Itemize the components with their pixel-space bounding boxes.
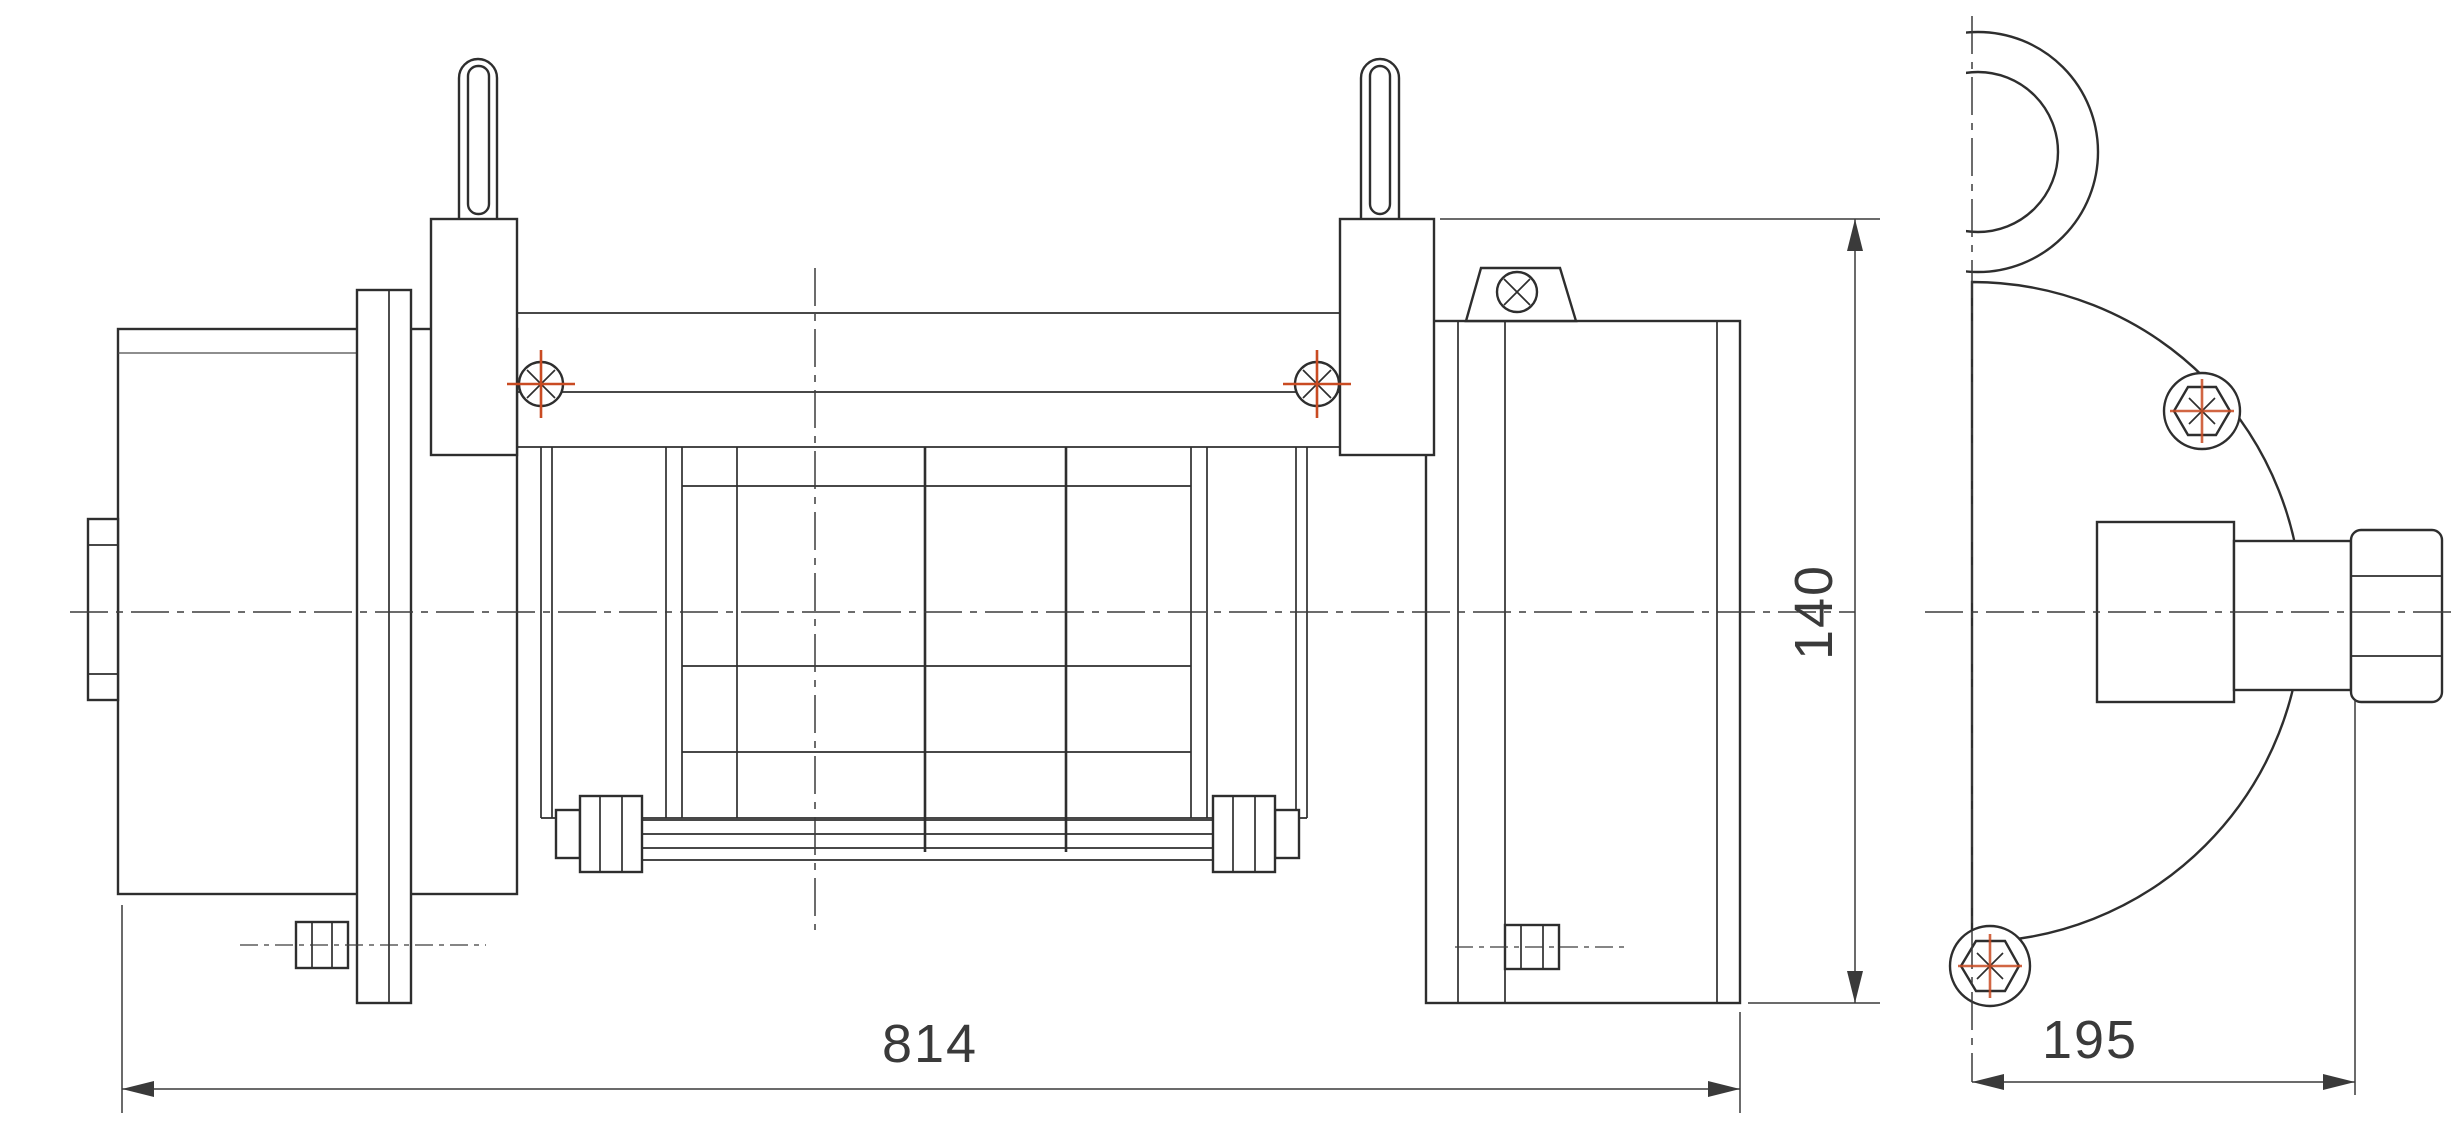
left-hanger-bracket	[429, 217, 519, 457]
arrowhead	[2323, 1074, 2355, 1090]
dimension-end-width: 195	[1972, 700, 2356, 1095]
side-view	[86, 57, 1742, 1005]
shaft-extension	[2232, 539, 2353, 692]
centerlines	[70, 16, 2452, 1082]
housing-bottom-bolt	[1455, 923, 1625, 971]
mounting-flange	[355, 288, 413, 1005]
tie-rod-tip-left	[554, 808, 582, 860]
marker-cross-right-screw	[1283, 350, 1351, 418]
right-hanger-slot	[1368, 64, 1392, 216]
dimension-height: 140	[1440, 218, 1880, 1004]
left-hanger-slot	[466, 64, 491, 216]
registration-markers	[507, 350, 2234, 998]
top-guard-plate	[517, 312, 1340, 448]
marker-cross-end-top-bolt	[2170, 379, 2234, 443]
right-hanger-bracket	[1338, 217, 1436, 457]
drum-cage	[540, 447, 1308, 852]
arrowhead	[122, 1081, 154, 1097]
housing-top-screw	[1495, 270, 1539, 314]
left-hanger	[457, 57, 499, 221]
dim-height-text: 140	[1784, 564, 1844, 660]
marker-cross-left-screw	[507, 350, 575, 418]
arrowhead	[1847, 971, 1863, 1003]
tie-rod-nut-left	[578, 794, 644, 874]
right-hanger	[1359, 57, 1401, 221]
dimension-overall-length: 814	[121, 905, 1741, 1113]
gear-housing	[1424, 266, 1742, 1005]
arrowhead	[1847, 219, 1863, 251]
arrowhead	[1972, 1074, 2004, 1090]
shaft-stub	[86, 517, 120, 702]
lifting-ring	[1966, 30, 2100, 274]
flange-bolt	[240, 920, 486, 970]
arrowhead	[1708, 1081, 1740, 1097]
hex-coupling	[2349, 528, 2444, 704]
dim-end-width-text: 195	[2042, 1010, 2138, 1070]
tie-rod-tip-right	[1273, 808, 1301, 860]
marker-cross-end-bottom-bolt	[1958, 934, 2022, 998]
tie-rod-nut-right	[1211, 794, 1277, 874]
dim-overall-length-text: 814	[882, 1014, 978, 1074]
tie-rod	[554, 794, 1301, 874]
